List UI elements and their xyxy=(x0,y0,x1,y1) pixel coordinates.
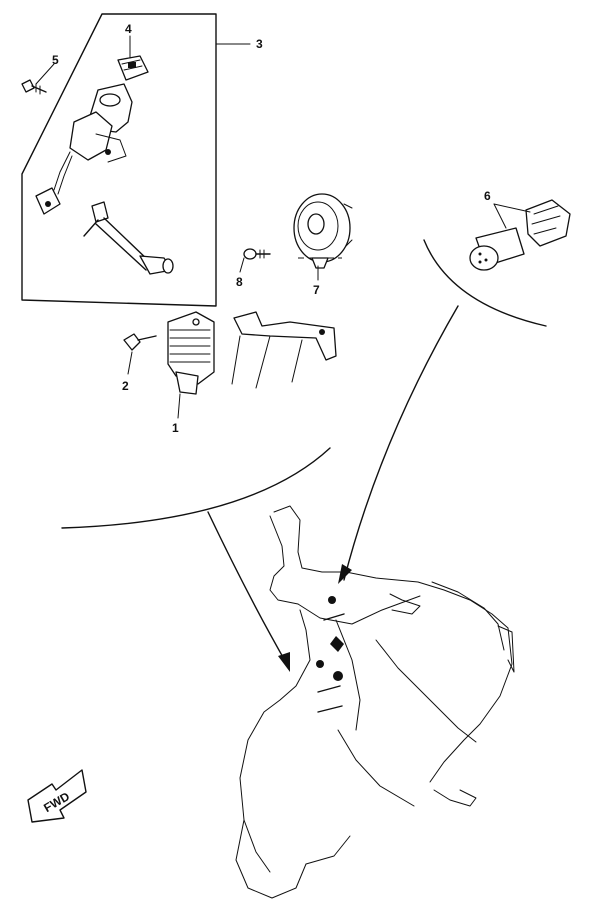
leader-line-6a xyxy=(493,203,507,229)
leader-line-6b xyxy=(493,203,531,213)
callout-6: 6 xyxy=(484,189,491,203)
detail-circle-lower xyxy=(61,447,331,529)
horn-icon xyxy=(293,193,353,269)
marker-screw xyxy=(333,671,343,681)
group-frame xyxy=(21,13,217,307)
meter-lamp-icon xyxy=(469,199,571,271)
bolt-icon xyxy=(123,333,157,351)
leader-line-2 xyxy=(127,351,133,375)
leader-line-5 xyxy=(35,63,55,85)
marker-rectifier xyxy=(316,660,324,668)
scooter-outline-icon xyxy=(235,505,515,899)
arrowhead-upper xyxy=(338,564,352,584)
mounting-bracket-icon xyxy=(231,311,337,389)
marker-line-a xyxy=(317,685,341,693)
callout-1: 1 xyxy=(172,421,179,435)
leader-line-1 xyxy=(177,393,181,419)
screw-icon xyxy=(21,79,47,95)
screw-8-icon xyxy=(243,248,271,260)
callout-2: 2 xyxy=(122,379,129,393)
detail-arrow-upper xyxy=(343,305,459,581)
ignition-switch-group: 3 4 5 xyxy=(21,13,263,307)
fwd-arrow-icon: FWD xyxy=(27,769,87,823)
fwd-label: FWD xyxy=(41,789,72,815)
detail-circle-upper xyxy=(423,239,547,327)
callout-3: 3 xyxy=(256,37,263,51)
marker-line-c xyxy=(323,613,345,621)
callout-7: 7 xyxy=(313,283,320,297)
callout-4: 4 xyxy=(125,22,132,36)
callout-8: 8 xyxy=(236,275,243,289)
arrowhead-lower xyxy=(278,652,290,672)
marker-bolt xyxy=(330,636,344,652)
detail-arrow-lower xyxy=(207,511,289,667)
lock-rod-icon xyxy=(83,201,174,275)
marker-horn xyxy=(328,596,336,604)
callout-5: 5 xyxy=(52,53,59,67)
marker-line-b xyxy=(317,705,343,713)
key-cylinder-icon xyxy=(117,55,149,81)
ignition-switch-icon xyxy=(35,83,133,215)
rectifier-regulator-icon xyxy=(167,311,215,395)
leader-line-8 xyxy=(239,257,245,273)
